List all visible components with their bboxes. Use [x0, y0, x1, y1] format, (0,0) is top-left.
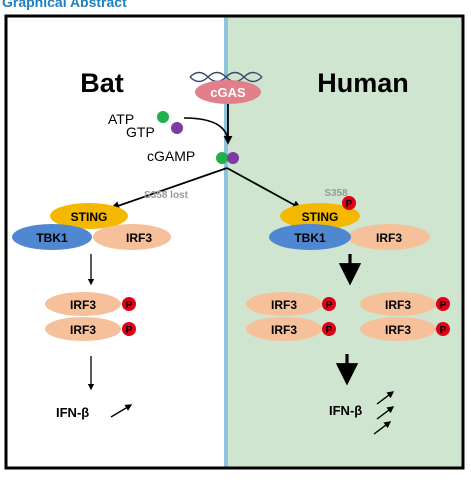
human-phospho-2-label: P — [440, 300, 447, 311]
human-p-irf3-4-label: IRF3 — [385, 323, 411, 337]
cgas-label: cGAS — [210, 85, 246, 100]
human-ifn-up-arrow-3 — [373, 421, 392, 435]
dna-helix-icon — [189, 71, 263, 83]
gtp-label: GTP — [126, 124, 155, 140]
human-ifn-up-arrows — [373, 391, 395, 435]
bat-ifn-label: IFN-β — [56, 405, 89, 420]
bat-tbk1 — [12, 224, 92, 250]
human-p-irf3-2-label: IRF3 — [385, 298, 411, 312]
bat-p-irf3-1-label: IRF3 — [70, 298, 96, 312]
cgamp-green-dot — [216, 152, 228, 164]
human-phospho-4-icon — [436, 322, 450, 336]
bat-p-irf3-2-label: IRF3 — [70, 323, 96, 337]
atp-label: ATP — [108, 111, 134, 127]
arrow-to-bat — [110, 167, 228, 210]
human-tbk1 — [269, 224, 351, 250]
human-sting-phospho-label: P — [346, 199, 353, 210]
human-p-irf3-2 — [360, 292, 436, 316]
bat-sting-label: STING — [71, 210, 108, 224]
human-phospho-3-label: P — [326, 325, 333, 336]
human-ifn-label: IFN-β — [329, 403, 362, 418]
bat-ifn-up-arrow — [110, 404, 133, 418]
bat-sting — [50, 203, 128, 229]
human-title: Human — [317, 68, 409, 98]
bat-p-irf3-1 — [45, 292, 121, 316]
human-sting-label: STING — [302, 210, 339, 224]
human-p-irf3-1 — [246, 292, 322, 316]
bat-phospho-1-label: P — [126, 300, 133, 311]
human-phospho-1-icon — [322, 297, 336, 311]
cgamp-purple-dot — [227, 152, 239, 164]
bat-irf3 — [93, 224, 171, 250]
bat-tbk1-label: TBK1 — [36, 231, 68, 245]
bat-title: Bat — [80, 68, 124, 98]
human-phospho-4-label: P — [440, 325, 447, 336]
human-tbk1-label: TBK1 — [294, 231, 326, 245]
atp-dot — [157, 111, 169, 123]
human-p-irf3-3-label: IRF3 — [271, 323, 297, 337]
cgas-node — [195, 80, 261, 104]
human-p-irf3-1-label: IRF3 — [271, 298, 297, 312]
human-sting-phospho-icon — [342, 196, 356, 210]
human-irf3 — [348, 224, 430, 250]
bat-p-irf3-2 — [45, 317, 121, 341]
human-irf3-label: IRF3 — [376, 231, 402, 245]
human-p-irf3-3 — [246, 317, 322, 341]
bat-phospho-1-icon — [122, 297, 136, 311]
human-ifn-up-arrow-1 — [376, 391, 395, 405]
human-sting — [280, 203, 360, 229]
human-p-irf3-4 — [360, 317, 436, 341]
bat-irf3-label: IRF3 — [126, 231, 152, 245]
human-phospho-3-icon — [322, 322, 336, 336]
bat-phospho-2-icon — [122, 322, 136, 336]
figure-border — [4, 14, 465, 470]
gtp-dot — [171, 122, 183, 134]
bat-phospho-2-label: P — [126, 325, 133, 336]
bat-s358-lost-note: S358 lost — [144, 190, 189, 201]
human-phospho-1-label: P — [326, 300, 333, 311]
panel-divider — [224, 16, 228, 468]
human-s358-note: S358 — [324, 188, 348, 199]
human-ifn-up-arrow-2 — [376, 406, 395, 420]
human-phospho-2-icon — [436, 297, 450, 311]
cgamp-label: cGAMP — [147, 148, 195, 164]
arrow-to-human — [226, 167, 302, 209]
graphical-abstract-header: Graphical Abstract — [2, 0, 127, 10]
